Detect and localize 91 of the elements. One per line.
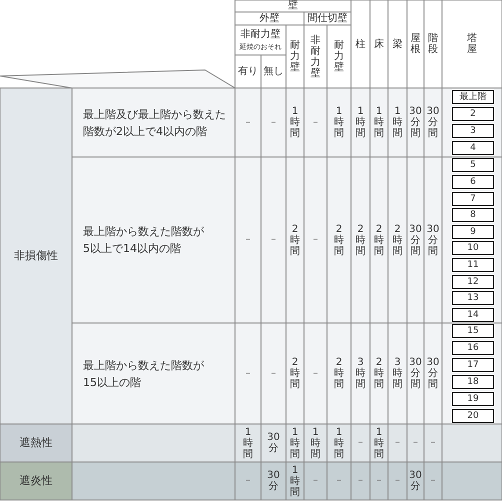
value-text: 1時間 (310, 426, 320, 460)
value-text: 2時間 (356, 224, 366, 256)
value-text: 30分 (267, 432, 280, 454)
floor-label: 14 (452, 308, 494, 322)
floor-label: 7 (452, 192, 494, 206)
floor-label: 11 (452, 258, 494, 272)
column-header: 間仕切壁 (308, 12, 348, 24)
value-text: 30分間 (409, 106, 422, 139)
column-header: 柱 (356, 38, 366, 50)
floor-label: 13 (452, 291, 494, 306)
column-header: 非耐力壁 (240, 29, 280, 41)
floor-label: 4 (452, 141, 494, 156)
value-text: 1時間 (374, 426, 384, 460)
column-header: 耐力壁 (290, 40, 300, 73)
floor-label: 最上階 (452, 90, 494, 104)
row-header: 遮熱性 (20, 436, 52, 450)
value-text: – (271, 368, 276, 380)
value-text: 30分間 (409, 224, 422, 256)
value-text: 30分 (267, 470, 280, 492)
value-text: – (313, 475, 318, 487)
value-text: 1時間 (290, 106, 300, 139)
row-header: 遮炎性 (20, 474, 52, 488)
column-header: 梁 (392, 38, 402, 50)
value-text: 30分間 (426, 106, 440, 139)
row-description: 最上階から数えた階数が15以上の階 (83, 358, 205, 390)
value-text: – (271, 116, 276, 128)
floor-label: 20 (452, 408, 494, 423)
column-header: 耐力壁 (334, 40, 344, 73)
value-text: – (336, 475, 342, 487)
column-header: 塔屋 (467, 33, 477, 55)
value-text: 30分間 (426, 357, 440, 390)
floor-label: 12 (452, 274, 494, 288)
floor-label: 18 (452, 374, 494, 389)
value-text: 1時間 (290, 426, 300, 460)
value-text: 3時間 (392, 357, 402, 390)
value-text: – (246, 116, 250, 128)
column-header: 屋根 (410, 33, 420, 55)
value-text: 30分 (409, 470, 422, 492)
value-text: – (313, 368, 318, 380)
value-text: – (246, 234, 250, 246)
value-text: 3時間 (356, 357, 366, 390)
value-text: 30分間 (409, 357, 422, 390)
value-text: 2時間 (374, 357, 384, 390)
value-text: – (430, 475, 436, 487)
value-text: – (395, 437, 400, 449)
floor-label: 19 (452, 392, 494, 406)
floor-label: 5 (452, 158, 494, 172)
value-text: – (313, 234, 318, 246)
value-text: 1時間 (392, 106, 402, 139)
value-text: – (313, 116, 318, 128)
floor-label: 16 (452, 341, 494, 356)
column-header: 外壁 (260, 12, 280, 24)
value-text: 1時間 (243, 426, 253, 460)
value-text: – (246, 475, 250, 487)
value-text: – (413, 437, 418, 449)
column-header: 有り (238, 66, 258, 78)
value-text: – (358, 437, 363, 449)
floor-label: 15 (452, 324, 494, 338)
floor-label: 17 (452, 358, 494, 372)
value-text: 1時間 (334, 426, 344, 460)
value-text: 1時間 (290, 464, 300, 498)
column-header: 壁 (288, 0, 298, 12)
value-text: 1時間 (374, 106, 384, 139)
row-description: 最上階から数えた階数が5以上で14以内の階 (83, 224, 205, 257)
floor-label: 3 (452, 124, 494, 138)
floor-label: 6 (452, 174, 494, 189)
floor-label: 10 (452, 241, 494, 256)
value-text: 1時間 (356, 106, 366, 139)
floor-label: 8 (452, 208, 494, 222)
row-header: 非損傷性 (14, 250, 58, 262)
value-text: 2時間 (334, 224, 344, 256)
value-text: 2時間 (392, 224, 402, 256)
floor-label: 2 (452, 106, 494, 121)
value-text: 2時間 (290, 224, 300, 256)
column-header: 階段 (428, 33, 438, 55)
floor-label: 9 (452, 224, 494, 239)
value-text: – (430, 437, 436, 449)
value-text: – (358, 475, 363, 487)
value-text: 1時間 (334, 106, 344, 139)
value-text: 2時間 (334, 357, 344, 390)
value-text: 30分間 (426, 224, 440, 256)
column-header: 床 (374, 38, 384, 50)
value-text: – (376, 475, 382, 487)
value-text: – (271, 234, 276, 246)
value-text: – (246, 368, 250, 380)
value-text: 2時間 (290, 357, 300, 390)
value-text: – (395, 475, 400, 487)
row-description: 最上階及び最上階から数えた階数が2以上で4以内の階 (83, 106, 227, 140)
column-header: 非耐力壁 (310, 34, 320, 78)
column-header: 無し (264, 66, 284, 78)
value-text: 2時間 (374, 224, 384, 256)
